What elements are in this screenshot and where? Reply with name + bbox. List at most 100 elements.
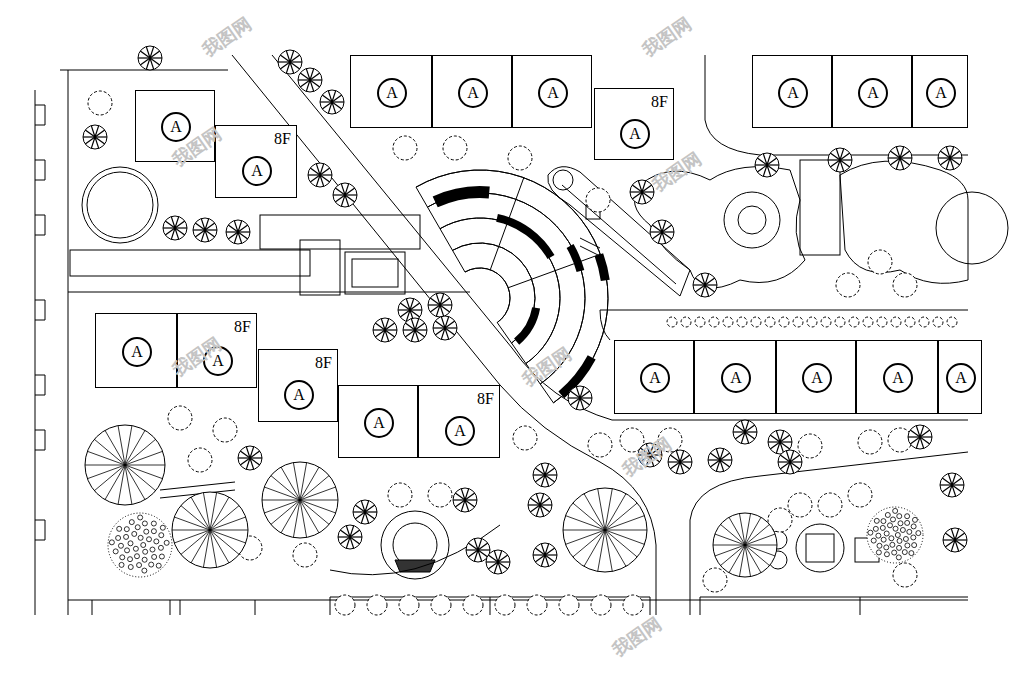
fan-band — [595, 253, 610, 281]
road-edge — [68, 55, 968, 600]
shrub-symbol — [667, 317, 677, 327]
fan-plaza — [416, 170, 610, 403]
shrub-symbol — [293, 543, 317, 567]
floor-count: 8F — [234, 318, 251, 336]
tree-symbol — [278, 50, 302, 74]
building-code: A — [445, 416, 475, 446]
tree-symbol — [338, 525, 362, 549]
building-block: A — [432, 55, 512, 128]
building-block: A — [752, 55, 832, 128]
tree-symbol — [733, 420, 757, 444]
building-block: A — [776, 340, 856, 414]
building-code: A — [538, 78, 568, 108]
tree-symbol — [373, 318, 397, 342]
shrub-symbol — [431, 595, 451, 615]
tree-symbol — [320, 90, 344, 114]
pavilion — [724, 192, 780, 248]
shrub-symbol — [709, 317, 719, 327]
building-code: A — [926, 78, 956, 108]
tree-symbol — [533, 463, 557, 487]
shrub-symbol — [388, 483, 412, 507]
shrub-symbol — [527, 595, 547, 615]
tree-symbol — [713, 513, 777, 577]
shrub-symbol — [508, 146, 532, 170]
shrub-symbol — [213, 418, 237, 442]
shrub-symbol — [821, 317, 831, 327]
shrub-symbol — [188, 448, 212, 472]
building-code: A — [858, 78, 888, 108]
tree-symbol — [433, 316, 457, 340]
shrub-symbol — [703, 568, 727, 592]
building-block: A — [938, 340, 982, 414]
floor-count: 8F — [651, 93, 668, 111]
floor-count: 8F — [274, 130, 291, 148]
shrub-symbol — [335, 595, 355, 615]
shrub-cluster — [867, 507, 923, 563]
fan-band — [567, 244, 585, 272]
fan-band — [433, 186, 490, 207]
tree-symbol — [755, 153, 779, 177]
tree-symbol — [563, 488, 647, 572]
fan-band — [514, 307, 540, 345]
shrub-symbol — [591, 595, 611, 615]
building-block: A — [856, 340, 938, 414]
fan-ring — [453, 243, 535, 343]
building-code: A — [802, 363, 832, 393]
shrub-symbol — [848, 483, 872, 507]
building-code: A — [640, 363, 670, 393]
tree-symbol — [308, 163, 332, 187]
shrub-symbol — [807, 317, 817, 327]
floor-count: 8F — [315, 354, 332, 372]
bridge — [800, 160, 840, 255]
shrub-symbol — [905, 317, 915, 327]
pond — [840, 161, 968, 283]
tree-symbol — [533, 543, 557, 567]
tree-symbol — [908, 425, 932, 449]
building-code: A — [620, 119, 650, 149]
building-block: A — [95, 313, 177, 388]
shrub-symbol — [947, 317, 957, 327]
watermark: 我图网 — [198, 12, 256, 63]
building-code: A — [122, 337, 152, 367]
tree-symbol — [238, 446, 262, 470]
fan-ring — [416, 170, 608, 403]
shrub-symbol — [88, 91, 112, 115]
shrub-symbol — [863, 317, 873, 327]
garden-walk — [562, 185, 676, 284]
shrub-symbol — [751, 317, 761, 327]
shrub-symbol — [788, 493, 812, 517]
tree-symbol — [226, 220, 250, 244]
shrub-symbol — [586, 188, 610, 212]
shrub-symbol — [798, 434, 822, 458]
shrub-symbol — [779, 317, 789, 327]
road-edge — [690, 452, 968, 615]
shrub-symbol — [428, 483, 452, 507]
building-code: A — [883, 363, 913, 393]
shrub-symbol — [891, 317, 901, 327]
pavilion — [738, 206, 766, 234]
tree-symbol — [403, 318, 427, 342]
tree-symbol — [85, 425, 165, 505]
tree-symbol — [828, 148, 852, 172]
building-code: A — [721, 363, 751, 393]
round-plaza — [82, 167, 158, 243]
tree-symbol — [193, 218, 217, 242]
building-code: A — [364, 408, 394, 438]
tree-symbol — [888, 146, 912, 170]
shrub-symbol — [495, 595, 515, 615]
shrub-cluster — [108, 513, 172, 577]
tree-symbol — [708, 448, 732, 472]
tree-symbol — [693, 273, 717, 297]
round-plaza — [87, 172, 153, 238]
building-block: A — [912, 55, 968, 128]
building-code: A — [778, 78, 808, 108]
shrub-symbol — [723, 317, 733, 327]
building-code: A — [458, 78, 488, 108]
tree-symbol — [486, 550, 510, 574]
plot-line — [35, 105, 45, 540]
shrub-symbol — [737, 317, 747, 327]
structure — [796, 524, 844, 572]
shrub-symbol — [559, 595, 579, 615]
floor-count: 8F — [477, 390, 494, 408]
shrub-symbol — [513, 426, 537, 450]
